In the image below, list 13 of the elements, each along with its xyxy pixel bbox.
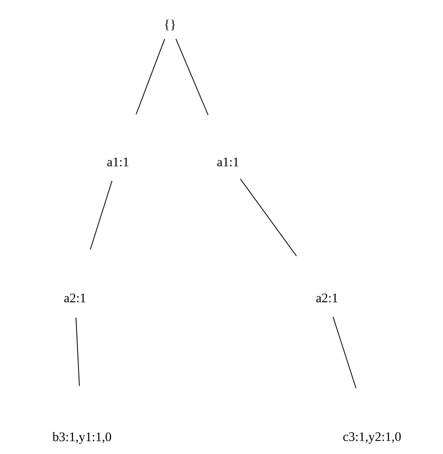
connector-line [332,316,356,389]
node-label: a2:1 [64,294,86,302]
node-label: {} [164,20,176,30]
node-label: a1:1 [217,158,238,166]
connector-line [136,38,166,115]
node-label: c3:1,y2:1,0 [343,432,401,444]
connector-line [240,178,297,256]
connector-line [90,180,112,250]
node-label: a2:1 [316,294,338,302]
node-label: b3:1,y1:1,0 [52,432,112,444]
connector-line [176,38,208,116]
connector-line [76,317,80,386]
node-label: a1:1 [107,158,128,166]
